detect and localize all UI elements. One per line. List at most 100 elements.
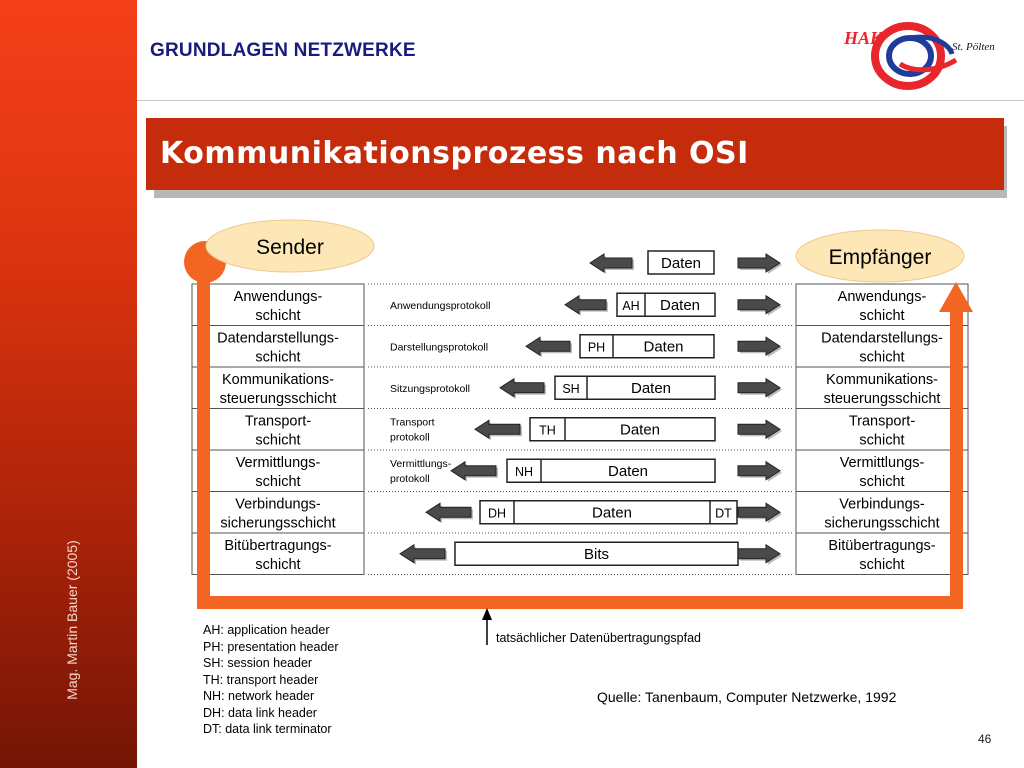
legend-item: SH: session header <box>203 656 313 670</box>
sender-layer-name: schicht <box>255 308 300 324</box>
slide-title: Kommunikationsprozess nach OSI <box>146 118 1004 190</box>
protocol-label: Transport <box>390 416 435 428</box>
layer-row: Datendarstellungs-schicht Datendarstellun… <box>217 331 943 366</box>
packet-trailer: DT <box>715 506 732 520</box>
sender-layer-name: Vermittlungs- <box>236 455 321 471</box>
layer-grid <box>191 283 969 575</box>
receiver-layer-name: Bitübertragungs- <box>828 538 935 554</box>
receiver-layer-name: steuerungsschicht <box>824 391 941 407</box>
receiver-layer-name: Kommunikations- <box>826 372 938 388</box>
logo-text-right: St. Pölten <box>952 41 995 53</box>
packet-arrow-left <box>474 419 522 441</box>
packet-arrow-left <box>425 502 473 524</box>
packet-arrow-right <box>737 419 782 441</box>
sender-layer-name: Verbindungs- <box>235 497 321 513</box>
packet-arrow-left <box>525 336 572 358</box>
packet-header: SH <box>562 382 579 396</box>
endpoint-labels: Sender Empfänger <box>205 219 965 283</box>
sender-layer-name: schicht <box>255 474 300 490</box>
sidebar <box>0 0 137 768</box>
packet-arrow-left <box>450 460 498 482</box>
logo-text-left: HAK <box>843 28 884 48</box>
layer-row: Vermittlungs-schicht Vermittlungs-schicht… <box>236 455 925 490</box>
path-label-pointer-head <box>482 608 492 620</box>
receiver-layer-name: schicht <box>859 474 904 490</box>
protocol-label: protokoll <box>390 431 430 443</box>
packet-arrow-right <box>737 543 782 565</box>
packet-payload: Daten <box>631 380 671 397</box>
abbreviation-legend: AH: application header PH: presentation … <box>203 622 339 738</box>
packet-payload: Bits <box>584 546 609 563</box>
protocol-label: Vermittlungs- <box>390 458 452 470</box>
protocol-label: Sitzungsprotokoll <box>390 383 470 395</box>
legend-item: PH: presentation header <box>203 639 339 654</box>
protocol-label: protokoll <box>390 473 430 485</box>
sender-layer-name: Kommunikations- <box>222 372 334 388</box>
protocol-label: Anwendungsprotokoll <box>390 300 490 312</box>
legend-item: NH: network header <box>203 689 315 703</box>
path-bottom-segment <box>197 596 963 609</box>
receiver-layer-name: schicht <box>859 557 904 573</box>
page-number: 46 <box>978 732 992 746</box>
top-arrow-left <box>589 253 634 274</box>
packet-header: NH <box>515 465 533 479</box>
legend-item: AH: application header <box>203 623 330 637</box>
packet-box <box>529 417 716 442</box>
packet-arrow-right <box>737 377 782 399</box>
sender-layer-name: sicherungsschicht <box>220 516 335 532</box>
packet-header: DH <box>488 506 506 520</box>
protocol-label: Darstellungsprotokoll <box>390 341 488 353</box>
sender-layer-name: Transport- <box>245 414 312 430</box>
packet-box <box>554 375 716 400</box>
path-label-group: tatsächlicher Datenübertragungspfad <box>496 631 701 645</box>
layer-row: Anwendungs-schicht Anwendungs-schicht Anwe… <box>234 289 927 324</box>
path-label: tatsächlicher Datenübertragungspfad <box>496 631 701 645</box>
receiver-layer-name: Datendarstellungs- <box>821 331 943 347</box>
layer-rows: DatenAnwendungs-schichtAnwendungs-schich… <box>217 250 943 573</box>
packet-payload: Daten <box>620 421 660 438</box>
course-title: GRUNDLAGEN NETZWERKE <box>150 40 416 61</box>
sender-layer-name: Anwendungs- <box>234 289 323 305</box>
receiver-layer-name: schicht <box>859 308 904 324</box>
sender-layer-name: schicht <box>255 350 300 366</box>
receiver-label: Empfänger <box>829 246 932 269</box>
sender-layer-name: schicht <box>255 433 300 449</box>
sender-layer-name: Datendarstellungs- <box>217 331 339 347</box>
packet-header: AH <box>622 299 639 313</box>
receiver-layer-name: Anwendungs- <box>838 289 927 305</box>
receiver-bubble <box>795 229 965 283</box>
top-data-label: Daten <box>661 255 701 272</box>
header-divider <box>137 100 1024 101</box>
path-up-arrowhead <box>939 282 973 312</box>
layer-row: Bitübertragungs-schichtBitübertragungs-s… <box>224 538 935 573</box>
receiver-layer-name: schicht <box>859 350 904 366</box>
transmission-path <box>184 241 973 645</box>
sender-stack <box>191 283 365 575</box>
sender-label: Sender <box>256 236 324 259</box>
layer-row: Transport-schichtTransport-schichtTransp… <box>245 414 916 449</box>
packet-arrow-right <box>737 502 782 524</box>
packet-arrow-left <box>399 543 447 565</box>
packet-header: PH <box>588 340 605 354</box>
packet-payload: Daten <box>643 338 683 355</box>
receiver-layer-name: sicherungsschicht <box>824 516 939 532</box>
packet-arrow-left <box>499 377 546 399</box>
packet-box <box>506 458 716 483</box>
packet-box <box>616 292 716 317</box>
legend-item: TH: transport header <box>203 672 319 687</box>
sender-layer-name: schicht <box>255 557 300 573</box>
packet-payload: Daten <box>592 504 632 521</box>
receiver-layer-name: Transport- <box>849 414 916 430</box>
packet-box <box>479 500 738 525</box>
receiver-layer-name: Vermittlungs- <box>840 455 925 471</box>
packet-arrow-right <box>737 294 782 316</box>
legend-item: DT: data link terminator <box>203 722 332 736</box>
top-data-box <box>647 250 715 275</box>
sender-bubble <box>205 219 375 273</box>
packet-payload: Daten <box>608 463 648 480</box>
legend-item: DH: data link header <box>203 705 317 720</box>
receiver-layer-name: Verbindungs- <box>839 497 925 513</box>
source-citation: Quelle: Tanenbaum, Computer Netzwerke, 1… <box>597 689 897 705</box>
layer-row: Verbindungs-sicherungsschicht Verbindungs… <box>220 497 939 532</box>
